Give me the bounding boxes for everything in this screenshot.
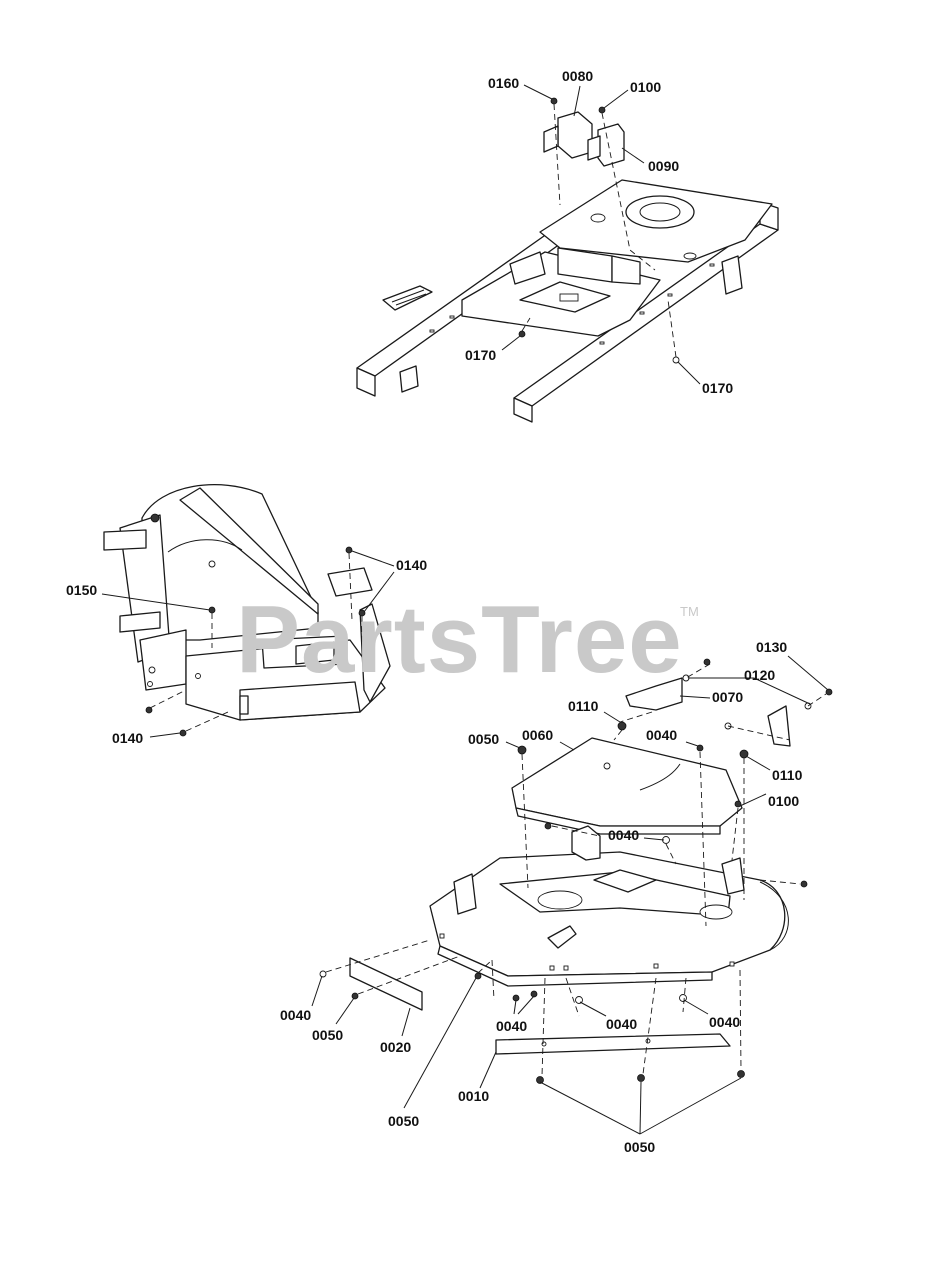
callout-0050-left: 0050	[312, 1027, 343, 1043]
callout-0010: 0010	[458, 1088, 489, 1104]
callout-0050-top: 0050	[468, 731, 499, 747]
callout-0160: 0160	[488, 75, 519, 91]
callout-0040-front-c: 0040	[709, 1014, 740, 1030]
callout-0020: 0020	[380, 1039, 411, 1055]
callout-0150: 0150	[66, 582, 97, 598]
belt-cover-assembly	[103, 484, 391, 737]
callout-0100-deck: 0100	[768, 793, 799, 809]
mower-deck-assembly	[319, 658, 833, 1084]
callout-0050-bottom: 0050	[624, 1139, 655, 1155]
callout-0040-front-a: 0040	[496, 1018, 527, 1034]
callout-0170-left: 0170	[465, 347, 496, 363]
callout-0110-left: 0110	[568, 698, 599, 714]
callout-0070: 0070	[712, 689, 743, 705]
callout-0100-frame: 0100	[630, 79, 661, 95]
leader-lines	[101, 84, 829, 1135]
callout-0110-right: 0110	[772, 767, 803, 783]
callout-0140-top: 0140	[396, 557, 427, 573]
watermark-text: PartsTree	[236, 586, 683, 693]
callout-0170-right: 0170	[702, 380, 733, 396]
callout-0090: 0090	[648, 158, 679, 174]
callout-0040-left: 0040	[280, 1007, 311, 1023]
callout-0040-front-b: 0040	[606, 1016, 637, 1032]
watermark-tm: TM	[680, 604, 699, 619]
callout-0120: 0120	[744, 667, 775, 683]
callout-0140-bottom: 0140	[112, 730, 143, 746]
callout-0040-top: 0040	[646, 727, 677, 743]
callout-0130: 0130	[756, 639, 787, 655]
callout-0040-mid: 0040	[608, 827, 639, 843]
callout-0080: 0080	[562, 68, 593, 84]
callout-labels: 0160 0080 0100 0090 0170 0170 0140 0150 …	[66, 68, 803, 1155]
watermark: PartsTree TM	[236, 586, 699, 693]
mower-frame-assembly	[356, 97, 779, 423]
callout-0060: 0060	[522, 727, 553, 743]
callout-0050-bottom-left: 0050	[388, 1113, 419, 1129]
